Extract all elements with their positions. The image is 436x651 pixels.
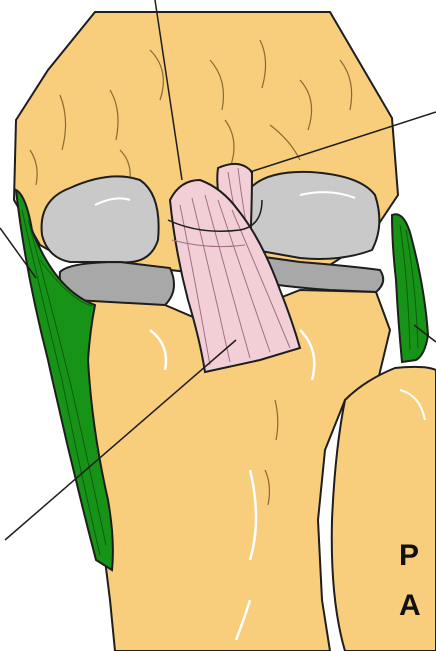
label-partial-line-1: P	[399, 541, 419, 571]
lateral-collateral-ligament	[392, 214, 428, 362]
label-partial-line-2: A	[399, 591, 421, 621]
